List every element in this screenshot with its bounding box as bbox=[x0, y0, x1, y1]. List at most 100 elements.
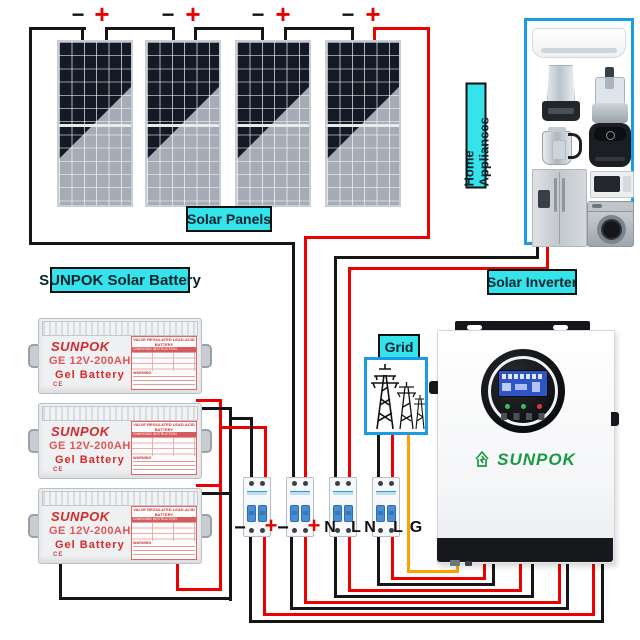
wire-segment bbox=[29, 27, 86, 30]
wire-segment bbox=[391, 577, 486, 580]
wire-segment bbox=[558, 558, 561, 604]
air-fryer-panel bbox=[594, 127, 626, 141]
wire-segment bbox=[172, 27, 175, 41]
blender bbox=[540, 65, 582, 123]
wire-segment bbox=[348, 267, 549, 270]
inverter-connector bbox=[465, 561, 472, 566]
panel2-minus-label: − bbox=[161, 2, 175, 27]
bracket-hole bbox=[553, 325, 568, 330]
battery-table-title: VALVE REGULATED LEAD-ACID BATTERY bbox=[133, 422, 195, 432]
wire-segment bbox=[292, 242, 295, 477]
wire-segment bbox=[59, 556, 62, 600]
wire-segment bbox=[407, 433, 410, 573]
breaker-terminal bbox=[292, 528, 297, 533]
breaker-switch bbox=[290, 505, 299, 522]
wire-segment bbox=[219, 426, 267, 429]
inverter-lcd bbox=[498, 370, 548, 397]
wire-segment bbox=[284, 27, 354, 30]
wire-segment bbox=[377, 433, 380, 477]
battery-table-title: VALVE REGULATED LEAD-ACID BATTERY bbox=[133, 337, 195, 347]
wire-segment bbox=[351, 27, 354, 41]
panel-divider bbox=[327, 123, 399, 127]
microwave-controls bbox=[623, 176, 631, 192]
panel3-minus-label: − bbox=[251, 2, 265, 27]
wire-segment bbox=[229, 407, 232, 601]
battery-brand: SUNPOK bbox=[51, 509, 110, 524]
processor-bowl bbox=[595, 77, 625, 105]
battery-lid bbox=[42, 321, 198, 336]
breaker-terminal bbox=[389, 528, 394, 533]
wire-segment bbox=[304, 537, 307, 604]
wire-segment bbox=[391, 433, 394, 477]
inverter-left-tab bbox=[429, 381, 438, 394]
wire-segment bbox=[290, 607, 569, 610]
inverter-led-green bbox=[505, 404, 510, 409]
breaker-terminal bbox=[260, 481, 265, 486]
breaker-terminal bbox=[249, 528, 254, 533]
inverter-connector bbox=[450, 560, 460, 566]
wire-segment bbox=[250, 417, 253, 477]
wire-segment bbox=[229, 417, 253, 420]
breaker-pv bbox=[286, 477, 314, 537]
kettle-lid bbox=[548, 127, 566, 132]
breaker-terminal bbox=[378, 528, 383, 533]
blender-panel bbox=[548, 108, 574, 114]
wire-segment bbox=[427, 27, 430, 239]
wire-segment bbox=[334, 537, 337, 598]
microwave-oven bbox=[590, 171, 634, 198]
fridge-handle bbox=[562, 178, 565, 212]
breaker-terminal bbox=[346, 528, 351, 533]
wire-segment bbox=[196, 407, 232, 410]
air-fryer-handle bbox=[595, 157, 625, 161]
battery-body: SUNPOK GE 12V-200AH Gel Battery CE VALVE… bbox=[38, 403, 202, 479]
inverter-right-tab bbox=[611, 412, 619, 426]
wire-segment bbox=[176, 588, 222, 591]
breaker-label-n1: N bbox=[324, 519, 336, 536]
wire-segment bbox=[194, 27, 264, 30]
breaker-stripe bbox=[247, 491, 267, 495]
breaker-terminal bbox=[335, 528, 340, 533]
breaker-terminal bbox=[346, 481, 351, 486]
refrigerator bbox=[532, 169, 587, 247]
inverter-brand: SUNPOK bbox=[497, 450, 576, 469]
wire-segment bbox=[264, 426, 267, 477]
kettle-body bbox=[542, 131, 572, 165]
battery-lid bbox=[42, 406, 198, 421]
battery-3: SUNPOK GE 12V-200AH Gel Battery CE VALVE… bbox=[28, 488, 212, 564]
panel4-plus-label: + bbox=[365, 0, 381, 29]
battery-lid bbox=[42, 491, 198, 506]
wire-segment bbox=[519, 558, 522, 592]
solar-panel-4 bbox=[325, 40, 401, 207]
breaker-switch bbox=[247, 505, 256, 522]
solar-panels-label: Solar Panels bbox=[186, 206, 272, 232]
battery-warning: WARNING bbox=[133, 456, 152, 460]
wire-segment bbox=[592, 558, 595, 616]
panel-divider bbox=[59, 123, 131, 127]
battery-spec-table: VALVE REGULATED LEAD-ACID BATTERY CHARGI… bbox=[131, 421, 197, 475]
wire-segment bbox=[546, 243, 549, 270]
fridge-handle bbox=[554, 178, 557, 212]
wire-segment bbox=[334, 256, 539, 259]
wire-segment bbox=[29, 242, 295, 245]
panel1-minus-label: − bbox=[71, 2, 85, 27]
battery-warning: WARNING bbox=[133, 541, 152, 545]
breaker-label-plus-2: + bbox=[307, 513, 321, 538]
inverter-logo: SUNPOK bbox=[437, 450, 613, 470]
kettle-window bbox=[552, 140, 566, 160]
wire-segment bbox=[601, 558, 604, 623]
wire-segment bbox=[219, 399, 222, 591]
home-appliances-box bbox=[524, 18, 634, 247]
battery-warning-lines bbox=[133, 546, 195, 558]
washer-door-glass bbox=[601, 219, 622, 240]
wire-segment bbox=[263, 613, 595, 616]
bracket-hole bbox=[467, 325, 482, 330]
wire-segment bbox=[334, 595, 534, 598]
battery-table-header: CHARGING INSTRUCTION bbox=[132, 347, 196, 352]
battery-certs: CE bbox=[53, 467, 64, 473]
home-appliances-label: Home Appliances bbox=[461, 82, 491, 189]
breaker-switch bbox=[301, 505, 310, 522]
breaker-switch bbox=[258, 505, 267, 522]
washer-knob bbox=[592, 204, 602, 208]
breaker-stripe bbox=[333, 491, 353, 495]
battery-body: SUNPOK GE 12V-200AH Gel Battery CE VALVE… bbox=[38, 488, 202, 564]
